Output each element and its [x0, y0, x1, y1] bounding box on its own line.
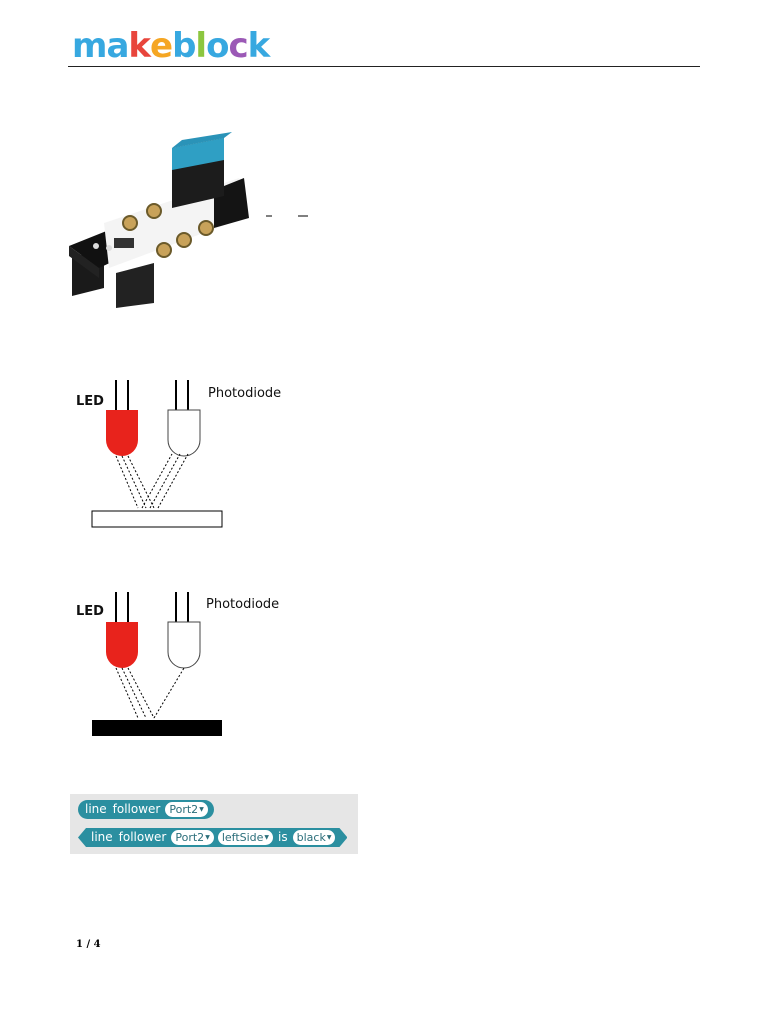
led-label: LED — [76, 394, 104, 409]
logo-letter: l — [195, 26, 207, 66]
led-label: LED — [76, 604, 104, 619]
line-follower-boolean-block[interactable]: line follower Port2▼ leftSide▼ is black▼ — [78, 828, 347, 847]
photodiode-label: Photodiode — [206, 597, 280, 612]
block-text: follower — [118, 830, 167, 844]
port-dropdown[interactable]: Port2▼ — [171, 830, 213, 845]
logo-letter: o — [206, 26, 229, 66]
chevron-down-icon: ▼ — [205, 834, 210, 841]
chevron-down-icon: ▼ — [264, 834, 270, 841]
block-text: line — [91, 830, 113, 844]
logo-letter: k — [247, 26, 271, 66]
logo-letter: b — [172, 26, 196, 66]
side-value: leftSide — [221, 831, 264, 844]
reflection-diagram-black — [92, 592, 222, 736]
block-text: line — [85, 802, 107, 816]
mblock-blocks-panel: line follower Port2▼ line follower Port2… — [70, 794, 358, 854]
port-value: Port2 — [175, 831, 205, 844]
line-follower-module-image — [69, 132, 308, 308]
chevron-down-icon: ▼ — [199, 806, 204, 813]
logo-letter: e — [150, 26, 173, 66]
chevron-down-icon: ▼ — [326, 834, 332, 841]
logo-letter: k — [128, 26, 151, 66]
makeblock-logo: makeblock — [72, 26, 271, 66]
line-follower-reporter-block[interactable]: line follower Port2▼ — [78, 800, 214, 819]
port-dropdown[interactable]: Port2▼ — [165, 802, 208, 817]
block-text: follower — [112, 802, 161, 816]
logo-letter: c — [228, 26, 248, 66]
reflection-diagram-white — [91, 380, 223, 528]
color-dropdown[interactable]: black▼ — [293, 830, 336, 845]
port-value: Port2 — [169, 803, 199, 816]
header-divider — [68, 66, 700, 67]
page-number: 1 / 4 — [76, 939, 101, 950]
photodiode-label: Photodiode — [208, 386, 282, 401]
side-dropdown[interactable]: leftSide▼ — [218, 830, 273, 845]
logo-letter: a — [106, 26, 129, 66]
color-value: black — [296, 831, 326, 844]
logo-letter: m — [72, 26, 107, 66]
block-text: is — [278, 830, 288, 844]
